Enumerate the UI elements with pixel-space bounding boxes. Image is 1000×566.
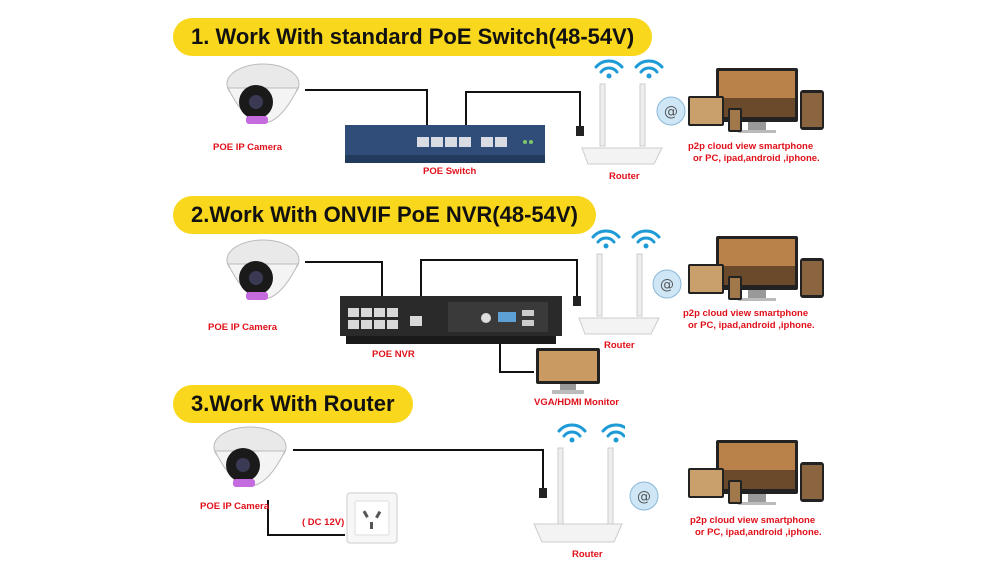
- wire-camera-nvr-2: [305, 261, 383, 298]
- wire-camera-power-3: [267, 500, 345, 536]
- poe-switch-device: [345, 125, 545, 163]
- cloud-view-text: p2p cloud view smartphone or PC, ipad,an…: [690, 515, 822, 539]
- camera-label: POE IP Camera: [213, 142, 283, 153]
- poe-nvr-device: [340, 296, 562, 344]
- cloud-view-line: p2p cloud view smartphone: [690, 515, 816, 526]
- wire-nvr-monitor-2: [499, 342, 534, 373]
- dome-camera-icon: [218, 238, 308, 316]
- router-label: Router: [609, 171, 640, 182]
- router-icon: [578, 56, 668, 166]
- wire-camera-switch-1: [305, 89, 428, 128]
- wire-camera-router-3: [293, 449, 544, 490]
- router-label: Router: [572, 549, 603, 560]
- cloud-globe-icon: @: [651, 268, 683, 300]
- cloud-view-line: or PC, ipad,android ,iphone.: [693, 153, 820, 164]
- wall-outlet-icon: [346, 492, 398, 544]
- cloud-view-line: or PC, ipad,android ,iphone.: [695, 527, 822, 538]
- wire-nvr-router-2: [420, 259, 578, 298]
- svg-text:@: @: [637, 489, 651, 505]
- dome-camera-icon: [205, 425, 295, 503]
- svg-text:@: @: [664, 104, 678, 120]
- rj45-plug: [576, 126, 584, 136]
- cloud-view-line: or PC, ipad,android ,iphone.: [688, 320, 815, 331]
- camera-label: POE IP Camera: [208, 322, 278, 333]
- dome-camera-icon: [218, 62, 308, 140]
- devices-icon: [688, 236, 828, 308]
- cloud-view-text: p2p cloud view smartphone or PC, ipad,an…: [688, 141, 820, 165]
- cloud-view-text: p2p cloud view smartphone or PC, ipad,an…: [683, 308, 815, 332]
- monitor-icon: [536, 348, 600, 396]
- camera-label: POE IP Camera: [200, 501, 270, 512]
- wire-switch-router-1: [465, 91, 581, 128]
- rj45-plug: [573, 296, 581, 306]
- router-icon: [530, 418, 631, 546]
- nvr-label: POE NVR: [372, 349, 415, 360]
- section-3-title: 3.Work With Router: [173, 385, 413, 423]
- router-label: Router: [604, 340, 635, 351]
- router-icon: [575, 226, 665, 336]
- cloud-globe-icon: @: [655, 95, 687, 127]
- devices-icon: [688, 68, 828, 140]
- cloud-globe-icon: @: [628, 480, 660, 512]
- switch-label: POE Switch: [423, 166, 477, 177]
- section-2-title: 2.Work With ONVIF PoE NVR(48-54V): [173, 196, 596, 234]
- devices-icon: [688, 440, 828, 512]
- section-1-title: 1. Work With standard PoE Switch(48-54V): [173, 18, 653, 56]
- rj45-plug: [539, 488, 547, 498]
- cloud-view-line: p2p cloud view smartphone: [683, 308, 809, 319]
- cloud-view-line: p2p cloud view smartphone: [688, 141, 814, 152]
- monitor-label: VGA/HDMI Monitor: [534, 397, 619, 408]
- svg-text:@: @: [660, 277, 674, 293]
- power-label: ( DC 12V): [302, 517, 345, 528]
